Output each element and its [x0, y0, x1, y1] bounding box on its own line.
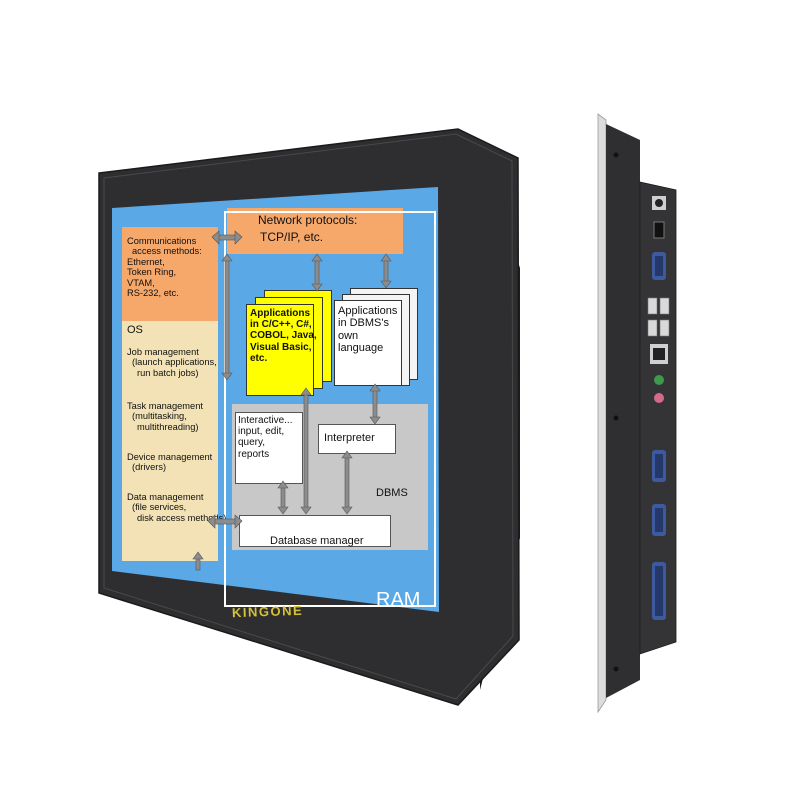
os-panel	[122, 321, 218, 561]
side-ports	[647, 196, 670, 620]
os-item-data: Data management (file services, disk acc…	[127, 492, 227, 523]
interpreter-label: Interpreter	[324, 432, 375, 444]
screw-icon	[613, 415, 619, 421]
audio-mic-in	[654, 393, 664, 403]
apps-dbms-card	[334, 300, 402, 386]
comms-line: RS-232, etc.	[127, 288, 179, 299]
network-protocols-subtitle: TCP/IP, etc.	[260, 230, 324, 244]
audio-line-out	[654, 375, 664, 385]
dbms-label: DBMS	[376, 487, 408, 499]
network-protocols-box	[227, 208, 403, 254]
ethernet-port	[650, 344, 668, 364]
monitor-front: Network protocols: TCP/IP, etc. Communic…	[98, 128, 520, 706]
database-manager-box	[239, 515, 391, 547]
com2-serial	[652, 504, 666, 536]
network-protocols-title: Network protocols:	[258, 213, 358, 227]
hdmi-port	[653, 221, 665, 239]
apps-dbms-text: Applications in DBMS's own language	[338, 305, 398, 354]
comms-line: Token Ring,	[127, 267, 177, 278]
os-item-device: Device management (drivers)	[127, 452, 213, 473]
interactive-text: Interactive... input, edit, query, repor…	[238, 415, 293, 460]
apps-lang-text: Applications in C/C++, C#, COBOL, Java, …	[250, 308, 317, 364]
monitor-side	[590, 100, 700, 720]
os-item-job: Job management (launch applications, run…	[127, 347, 217, 378]
side-body	[606, 124, 640, 698]
screw-icon	[613, 666, 619, 672]
comms-line: access methods:	[132, 246, 202, 257]
apps-lang-card	[246, 304, 314, 396]
database-manager-label: Database manager	[270, 535, 364, 547]
com1-serial	[652, 450, 666, 482]
diagram-arrows	[192, 230, 392, 571]
vga-port	[652, 252, 666, 280]
os-item-task: Task management (multitasking, multithre…	[127, 401, 203, 432]
os-label: OS	[127, 324, 143, 336]
dc-power-port	[652, 196, 666, 210]
comms-line: Communications	[127, 236, 197, 246]
brand-logo: KINGONE	[231, 602, 304, 621]
communications-box	[122, 227, 218, 321]
screw-icon	[613, 152, 619, 158]
side-front-edge	[597, 113, 607, 714]
communications-text: Communications access methods: Ethernet,…	[127, 236, 202, 298]
lpt-port	[652, 562, 666, 620]
comms-line: VTAM,	[127, 277, 155, 288]
interpreter-box	[318, 424, 396, 454]
bezel-highlight	[103, 133, 514, 700]
ram-label: RAM	[376, 589, 421, 611]
interactive-box	[235, 412, 303, 484]
usb-ports	[647, 297, 670, 337]
comms-line: Ethernet,	[127, 256, 165, 267]
ram-region-outline	[224, 211, 436, 607]
